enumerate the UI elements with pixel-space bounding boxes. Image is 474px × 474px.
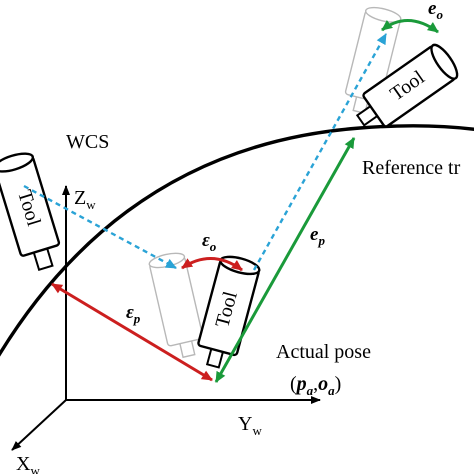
e-p-label: ep: [310, 224, 325, 248]
wcs-title: WCS: [66, 131, 109, 153]
eps-p-arrow: [51, 282, 213, 382]
reference-trajectory-label: Reference tr: [362, 157, 461, 179]
tool-center: Tool: [197, 255, 261, 369]
actual-pose-title: Actual pose: [276, 341, 371, 363]
x-axis-line: [11, 399, 67, 451]
eps-p-label: εp: [126, 302, 141, 326]
x-axis-label: Xw: [16, 453, 40, 474]
e-p-arrow: [214, 137, 356, 383]
actual-pose-symbols: (pa,oa): [290, 373, 341, 398]
e-o-label: eo: [428, 0, 443, 22]
y-axis-label: Yw: [238, 413, 262, 438]
tool-topright: Tool: [355, 43, 459, 128]
eps-o-label: εo: [202, 230, 217, 254]
z-axis-label: Zw: [74, 187, 96, 212]
tool-left: Tool: [0, 152, 61, 272]
cyan-dashed-left: [23, 184, 177, 270]
e-o-arc: [381, 19, 439, 34]
